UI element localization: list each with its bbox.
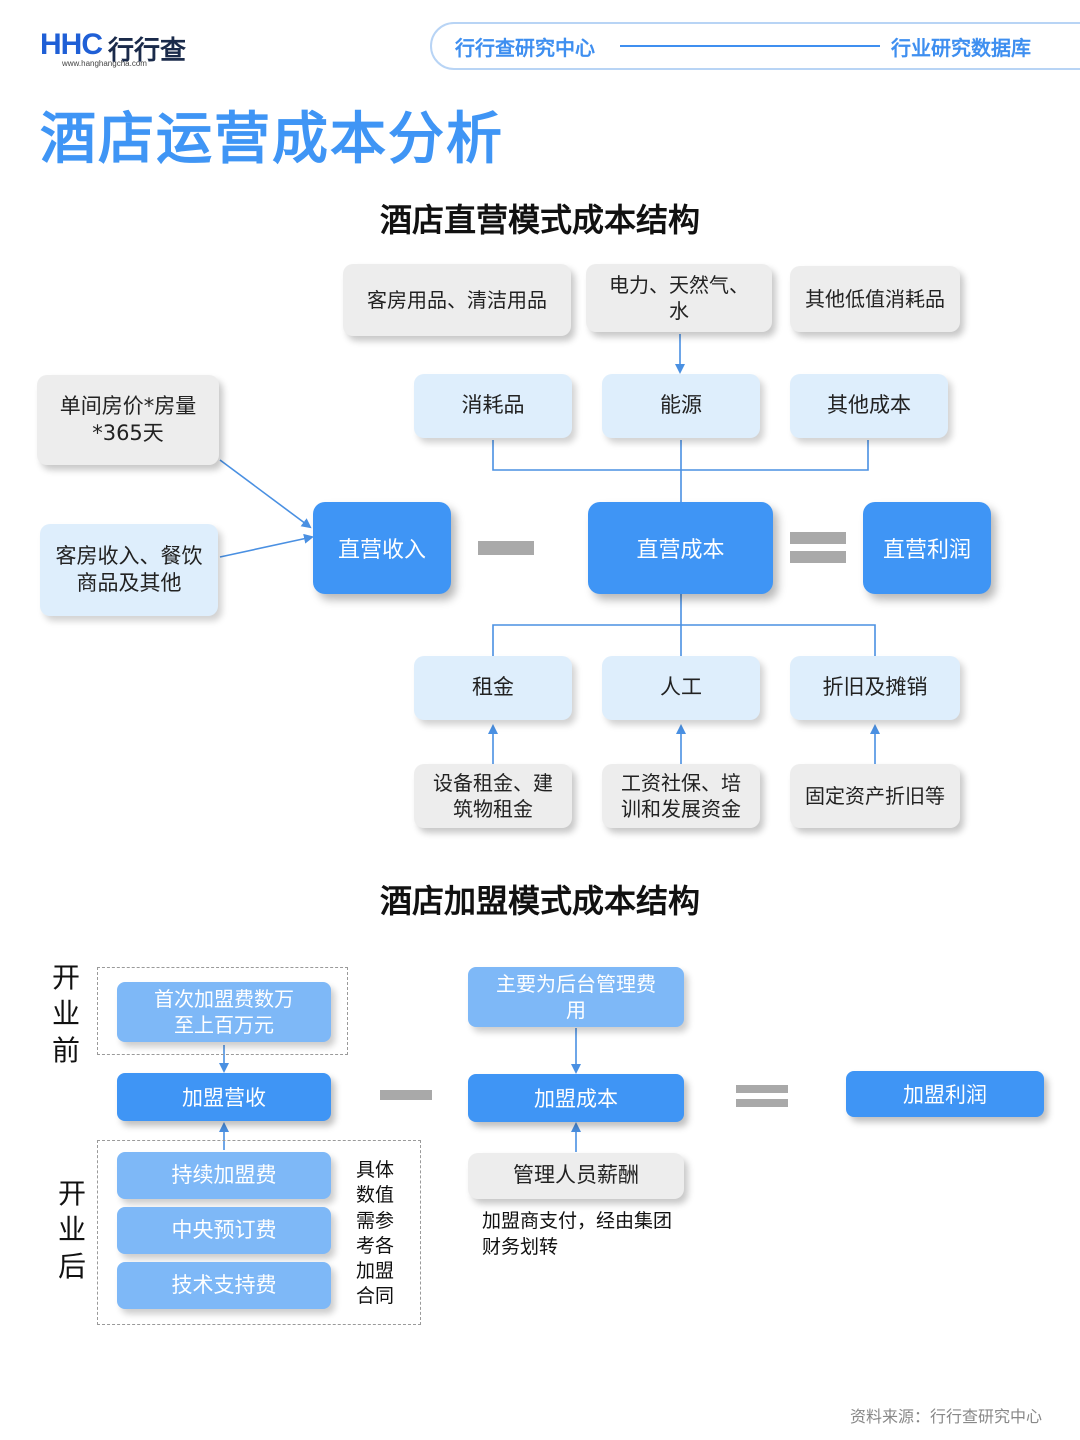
brand-name: 行行查: [108, 36, 187, 66]
post-opening-group: [97, 1140, 421, 1325]
energy-box: 能源: [602, 374, 760, 438]
staff-salary-box: 管理人员薪酬: [468, 1153, 684, 1199]
initial-fee-box: 首次加盟费数万至上百万元: [117, 982, 331, 1042]
brand-url: www.hanghangcha.com: [62, 59, 147, 68]
energy-detail: 电力、天然气、水: [586, 264, 772, 332]
header-banner: [430, 22, 1080, 70]
payment-note: 加盟商支付，经由集团财务划转: [482, 1210, 673, 1258]
mgmt-fee-box: 主要为后台管理费用: [468, 967, 684, 1027]
direct-profit-box: 直营利润: [863, 502, 991, 594]
room-price-formula: 单间房价*房量*365天: [37, 375, 219, 465]
bracket-bottom-costs: [492, 624, 876, 656]
direct-revenue-box: 直营收入: [313, 502, 451, 594]
franchise-revenue-box: 加盟营收: [117, 1073, 331, 1121]
franchise-profit-box: 加盟利润: [846, 1071, 1044, 1117]
equals-sign-top-bar: [790, 532, 846, 544]
depreciation-box: 折旧及摊销: [790, 656, 960, 720]
header-divider-line: [620, 45, 880, 47]
equals-sign-bottom-bar: [790, 551, 846, 563]
booking-fee-box: 中央预订费: [117, 1207, 331, 1254]
ongoing-fee-box: 持续加盟费: [117, 1152, 331, 1199]
pre-opening-group: [97, 967, 348, 1055]
arrow-formula-to-revenue: [219, 459, 312, 529]
page-title: 酒店运营成本分析: [40, 107, 504, 172]
rent-detail: 设备租金、建筑物租金: [414, 764, 572, 828]
franchise-minus-sign: [380, 1090, 432, 1100]
franchise-equals-bottom-bar: [736, 1099, 788, 1107]
labor-detail: 工资社保、培训和发展资金: [602, 764, 760, 828]
phase-before-label: 开业前: [51, 961, 80, 1067]
other-cost-box: 其他成本: [790, 374, 948, 438]
revenue-source-box: 客房收入、餐饮商品及其他: [40, 524, 218, 616]
phase-after-label: 开业后: [57, 1177, 86, 1283]
arrow-source-to-revenue: [219, 533, 314, 558]
consumables-box: 消耗品: [414, 374, 572, 438]
direct-cost-box: 直营成本: [588, 502, 773, 594]
consumables-detail: 客房用品、清洁用品: [343, 264, 571, 336]
franchise-section-title: 酒店加盟模式成本结构: [379, 882, 700, 920]
franchise-equals-top-bar: [736, 1085, 788, 1093]
fees-note: 具体数值需参考各加盟合同: [356, 1159, 395, 1308]
direct-section-title: 酒店直营模式成本结构: [379, 201, 700, 239]
header-left-text: 行行查研究中心: [455, 36, 595, 60]
depreciation-detail: 固定资产折旧等: [790, 764, 960, 828]
rent-box: 租金: [414, 656, 572, 720]
tech-support-fee-box: 技术支持费: [117, 1262, 331, 1309]
minus-sign: [478, 541, 534, 555]
brand-logo: HHC: [40, 28, 103, 61]
labor-box: 人工: [602, 656, 760, 720]
franchise-cost-box: 加盟成本: [468, 1074, 684, 1122]
other-cost-detail: 其他低值消耗品: [790, 266, 960, 332]
header-right-text: 行业研究数据库: [891, 36, 1031, 60]
source-footer: 资料来源：行行查研究中心: [849, 1407, 1042, 1426]
